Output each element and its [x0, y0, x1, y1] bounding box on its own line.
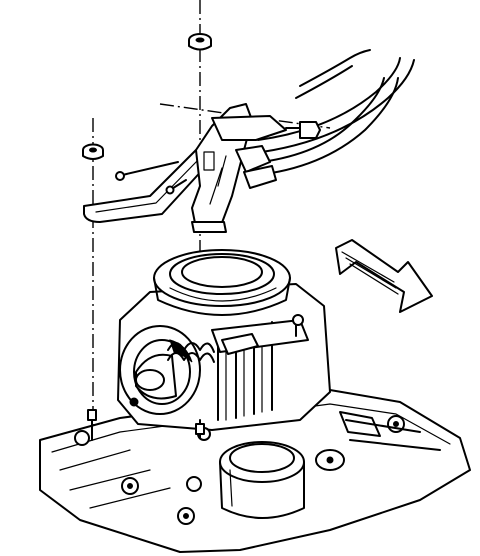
direction-arrow-icon	[335, 239, 433, 313]
transmission-case	[39, 249, 471, 553]
left-nut-icon	[82, 143, 104, 160]
spring-icon	[167, 342, 215, 363]
bracket	[83, 103, 321, 233]
shift-cables	[243, 49, 415, 177]
top-nut-icon	[188, 33, 212, 51]
